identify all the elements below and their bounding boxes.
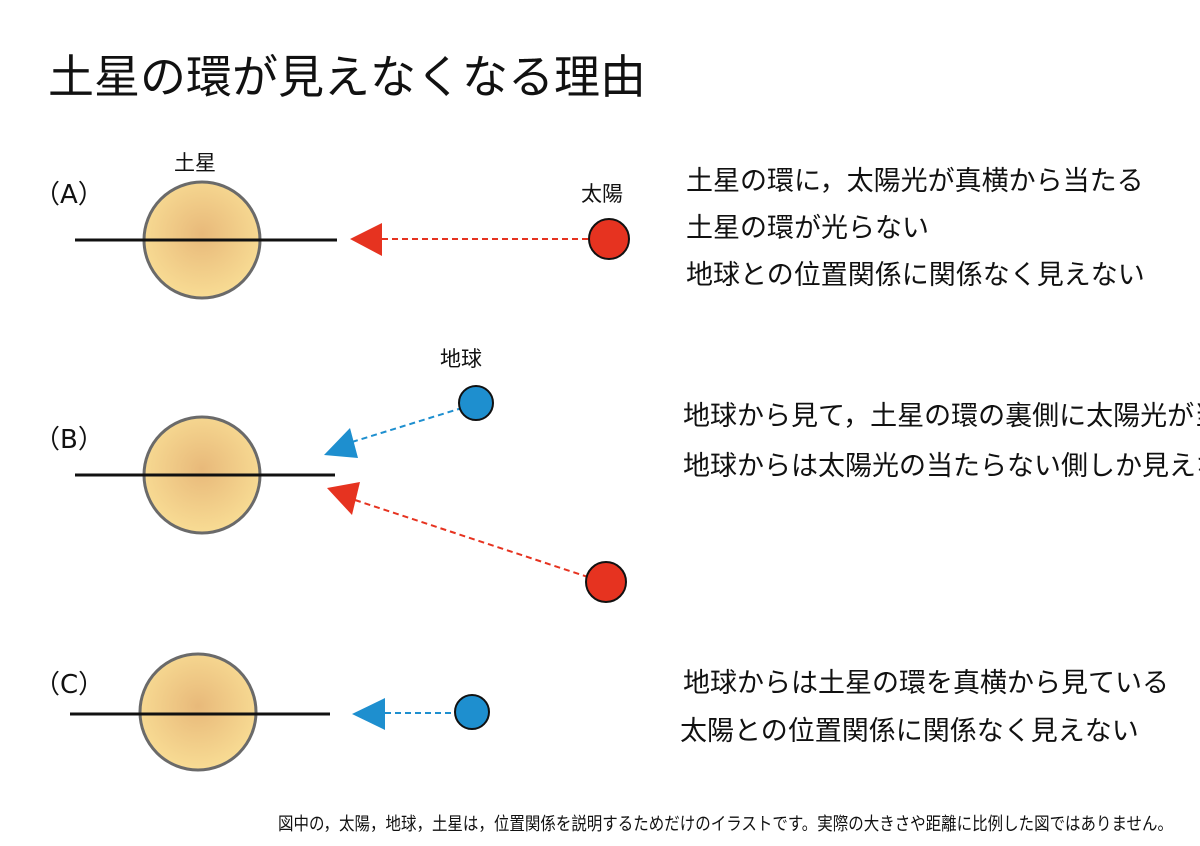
panel-c-label: （C） — [34, 670, 104, 700]
arrow-head-icon — [350, 223, 382, 256]
panel-a: （A） 土星 太陽 土星の環に，太陽光が真横から当たる 土星の環が光らない 地球… — [34, 151, 1145, 300]
arrow-head-icon — [352, 698, 385, 730]
sun-icon — [585, 561, 627, 603]
arrow-head-icon — [327, 482, 360, 515]
footnote: 図中の，太陽，地球，土星は，位置関係を説明するためだけのイラストです。実際の大き… — [278, 814, 1173, 835]
description-line: 地球からは太陽光の当たらない側しか見えない — [683, 451, 1200, 482]
description-line: 太陽との位置関係に関係なく見えない — [680, 716, 1139, 747]
description-line: 地球からは土星の環を真横から見ている — [683, 668, 1169, 699]
sunlight-ray — [354, 499, 589, 578]
saturn-label: 土星 — [174, 151, 216, 175]
sun-icon — [588, 218, 630, 260]
saturn-icon — [138, 652, 258, 772]
page-title: 土星の環が見えなくなる理由 — [48, 50, 646, 104]
description-line: 土星の環が光らない — [686, 213, 929, 244]
panel-b: （B） 地球 地球から見て，土星の環の裏側に太陽光が当たる 地球からは太陽光の当… — [34, 347, 1200, 603]
earth-icon — [454, 694, 490, 730]
line-of-sight — [351, 407, 463, 443]
description-line: 土星の環に，太陽光が真横から当たる — [686, 166, 1144, 197]
sun-label: 太陽 — [581, 182, 623, 206]
panel-b-label: （B） — [34, 425, 104, 455]
arrow-head-icon — [324, 428, 358, 458]
panel-a-label: （A） — [34, 180, 104, 210]
earth-icon — [458, 385, 494, 421]
earth-label: 地球 — [440, 347, 482, 371]
panel-c: （C） 地球からは土星の環を真横から見ている 太陽との位置関係に関係なく見えない — [34, 652, 1169, 772]
description-line: 地球との位置関係に関係なく見えない — [686, 260, 1145, 291]
description-line: 地球から見て，土星の環の裏側に太陽光が当たる — [683, 401, 1200, 432]
